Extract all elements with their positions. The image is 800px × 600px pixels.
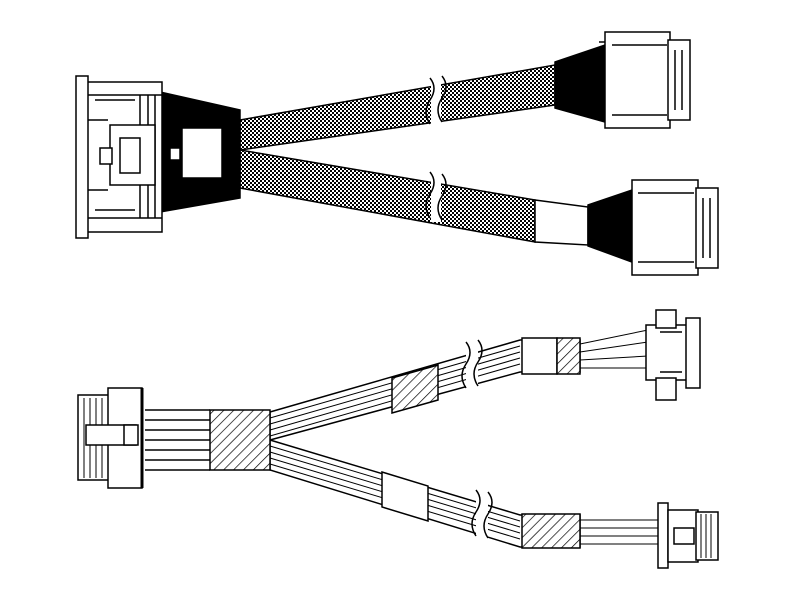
upper-hatched-band: [556, 337, 581, 375]
left-wires: [145, 409, 210, 471]
boot-label: [181, 127, 223, 179]
upper-mesh-branch: [239, 64, 556, 151]
break-mark: [425, 171, 447, 221]
lower-right-boot: [587, 188, 633, 264]
upper-right-power-connector: [645, 309, 701, 401]
upper-right-boot: [554, 43, 606, 123]
upper-white-sleeve: [521, 337, 558, 375]
bottom-cable: [77, 309, 719, 569]
upper-hatched-sleeve: [391, 364, 439, 414]
break-mark: [461, 339, 483, 389]
top-cable: [75, 31, 719, 276]
lower-mesh-branch: [239, 149, 536, 243]
main-hatched-sleeve: [209, 409, 271, 471]
break-mark: [471, 489, 493, 539]
lower-right-connector: [631, 179, 719, 276]
left-power-connector: [77, 387, 144, 489]
left-connector: [75, 75, 163, 239]
break-mark: [425, 75, 447, 125]
lower-white-sleeve: [381, 470, 429, 523]
upper-right-connector: [599, 31, 691, 129]
lower-white-section: [534, 199, 589, 246]
lower-right-power-connector: [657, 502, 719, 569]
lower-hatched-band: [521, 513, 581, 549]
